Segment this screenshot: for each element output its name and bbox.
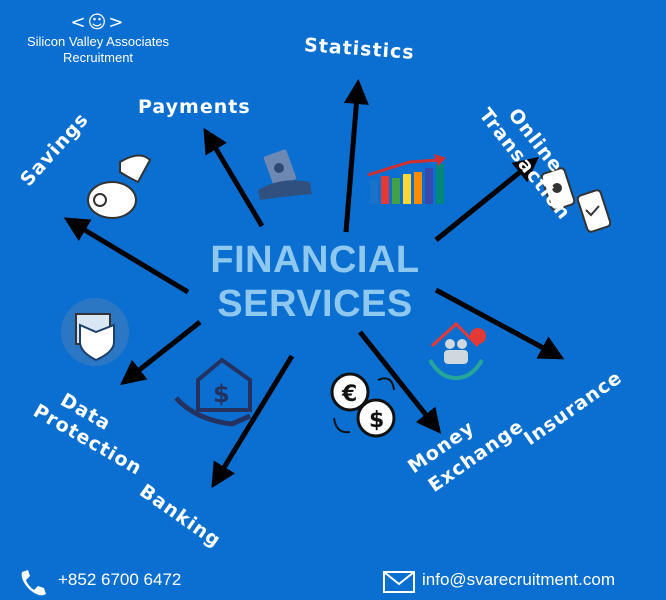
arrow-payments	[203, 127, 265, 228]
mail-icon	[383, 571, 415, 593]
svg-text:$: $	[213, 380, 230, 408]
shield-document-icon	[61, 298, 129, 366]
company-name-line1: Silicon Valley Associates	[26, 34, 170, 49]
svg-text:$: $	[369, 408, 384, 433]
phone-icon	[21, 570, 46, 596]
piggy-bank-icon	[87, 154, 152, 219]
arrow-online-transaction	[434, 156, 539, 242]
svg-text:€: €	[341, 382, 357, 407]
label-payments: Payments	[138, 96, 251, 118]
cash-payment-icon	[258, 149, 312, 200]
arrow-money-exchange	[358, 330, 442, 434]
arrow-statistics	[343, 79, 369, 233]
arrow-banking	[211, 354, 295, 489]
email-address[interactable]: info@svarecruitment.com	[422, 570, 615, 589]
arrow-savings	[63, 217, 190, 295]
phone-number[interactable]: +852 6700 6472	[58, 570, 182, 589]
title-line1: FINANCIAL	[210, 239, 420, 281]
diagram-title: FINANCIAL SERVICES	[175, 238, 455, 326]
bar-chart-icon	[367, 154, 446, 204]
company-name-line2: Recruitment	[62, 50, 134, 65]
arrow-insurance	[434, 287, 565, 360]
mobile-transfer-icon	[540, 167, 612, 233]
arrow-data-protection	[120, 320, 202, 386]
currency-exchange-icon: € $	[330, 372, 396, 438]
company-logo: <☺> Silicon Valley Associates Recruitmen…	[0, 12, 196, 66]
user-in-brackets-icon: <☺>	[70, 12, 126, 33]
family-insurance-icon	[428, 321, 486, 381]
house-dollar-hand-icon: $	[174, 357, 252, 427]
title-line2: SERVICES	[217, 283, 413, 325]
